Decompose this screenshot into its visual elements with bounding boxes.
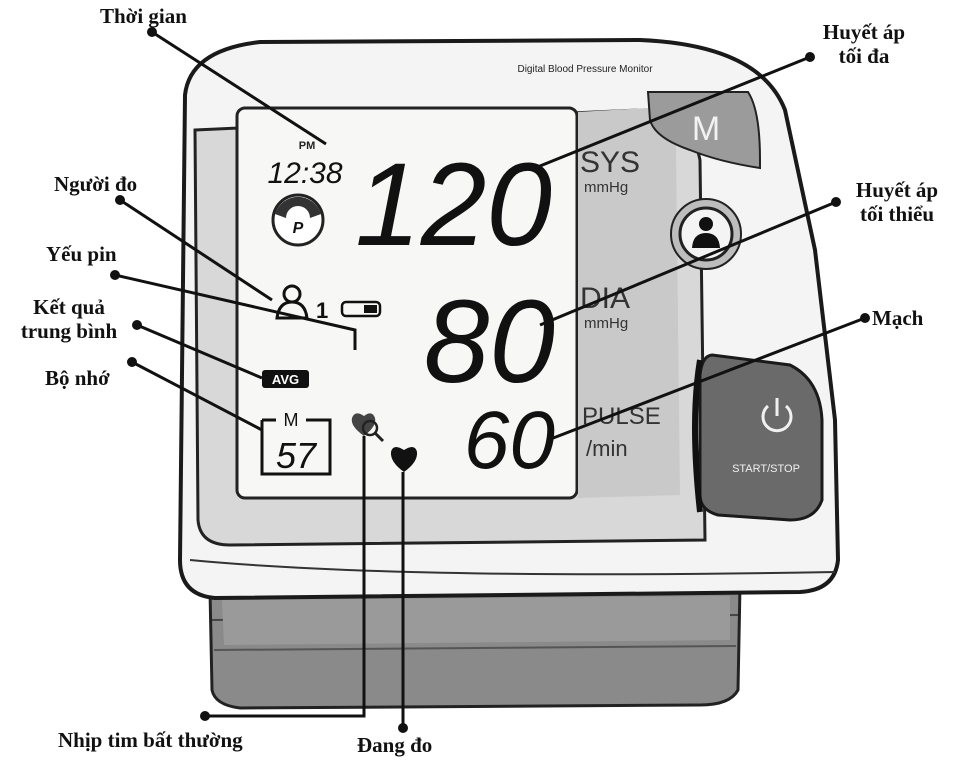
user-icon [275,284,309,320]
battery-low-icon [340,300,382,318]
pulse-value: 60 [464,395,555,486]
pulse-label: PULSE [582,403,661,430]
irregular-heartbeat-icon [351,413,385,443]
callout-average-line1: Kết quả [33,295,105,319]
time-ampm: PM [299,140,316,152]
callout-systolic-line2: tối đa [838,44,890,68]
heart-icon [390,446,418,472]
pressure-icon-letter: P [293,220,304,237]
callout-time: Thời gian [100,4,187,28]
memory-button-label: M [692,110,720,148]
user-select-button[interactable] [670,198,742,270]
avg-badge: AVG [262,370,309,388]
wrist-cuff [208,583,742,710]
callout-measuring: Đang đo [357,733,433,757]
power-icon [761,398,793,433]
pressure-gauge-icon: P [271,193,325,247]
callout-memory: Bộ nhớ [45,366,110,390]
leader-lines [114,30,866,728]
memory-value: 57 [276,435,318,476]
person-icon [692,217,720,248]
callout-irregular-heartbeat: Nhịp tim bất thường [58,728,243,752]
memory-letter: M [284,410,299,430]
callout-systolic-line1: Huyết áp [822,20,906,44]
callout-systolic: Huyết áp tối đa [800,20,928,68]
user-number: 1 [316,298,328,323]
avg-label: AVG [272,372,299,387]
callout-battery: Yếu pin [46,242,117,266]
sys-unit: mmHg [584,179,628,196]
dia-value: 80 [424,276,555,408]
sys-value: 120 [355,139,552,271]
dia-unit: mmHg [584,315,628,332]
callout-diastolic-line1: Huyết áp [855,178,939,202]
callout-user: Người đo [54,172,138,196]
start-stop-label: START/STOP [732,463,800,475]
start-stop-button[interactable]: START/STOP [692,353,824,522]
callout-diastolic-line2: tối thiểu [859,202,935,226]
callout-average: Kết quả trung bình [8,295,130,343]
callout-pulse: Mạch [872,306,924,330]
sys-label: SYS [580,146,640,179]
time-value: 12:38 [267,157,342,190]
callout-diastolic: Huyết áp tối thiểu [832,178,962,226]
callout-average-line2: trung bình [20,319,118,343]
leader-dots [110,27,870,733]
model-label: Digital Blood Pressure Monitor [517,64,653,75]
pulse-unit: /min [586,436,628,461]
memory-indicator: M 57 [260,410,332,476]
